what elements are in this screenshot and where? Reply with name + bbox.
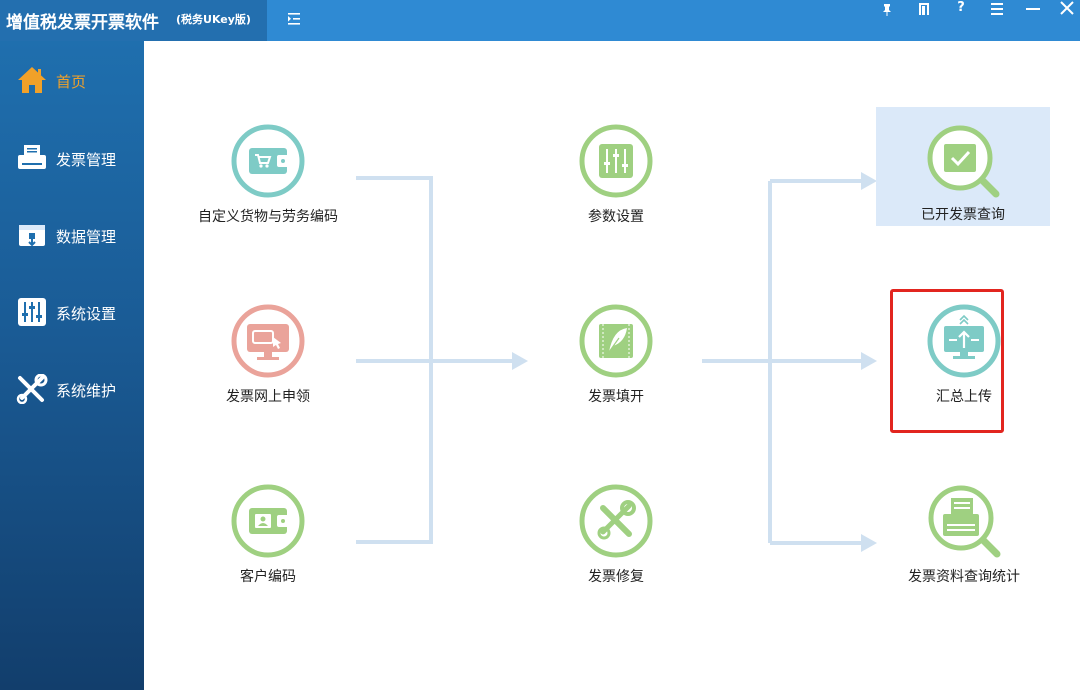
app-subtitle: (税务UKey版) (176, 13, 251, 26)
node-custom-goods-service-code[interactable]: 自定义货物与劳务编码 (188, 124, 348, 244)
pin-icon[interactable] (872, 0, 902, 18)
sidebar-item-label: 系统设置 (56, 305, 117, 323)
sidebar-item-label: 系统维护 (56, 382, 117, 400)
collapse-sidebar-icon[interactable] (284, 9, 304, 29)
sidebar-item-label: 数据管理 (56, 228, 117, 246)
data-icon (16, 220, 48, 250)
sliders-icon (579, 124, 653, 198)
wallet-person-icon (231, 484, 305, 558)
title-bar: 增值税发票开票软件 (税务UKey版) ? (0, 0, 1080, 41)
node-label: 客户编码 (240, 569, 296, 585)
main-content: 自定义货物与劳务编码 发票网上申领 客户编码 参数设置 发票填开 发票修复 (144, 41, 1080, 690)
node-label: 发票网上申领 (226, 389, 310, 405)
sidebar-item-system-maintenance[interactable]: 系统维护 (0, 364, 144, 414)
node-invoice-repair[interactable]: 发票修复 (536, 484, 696, 604)
tools-icon (579, 484, 653, 558)
magnifier-docs-icon (927, 484, 1001, 558)
node-parameter-settings[interactable]: 参数设置 (536, 124, 696, 244)
tools-icon (16, 373, 48, 405)
sidebar: 首页 发票管理 数据管理 系统设置 系统维护 (0, 41, 144, 690)
node-invoice-data-statistics[interactable]: 发票资料查询统计 (884, 484, 1044, 604)
highlight-box (890, 289, 1004, 433)
sidebar-item-home[interactable]: 首页 (0, 55, 144, 105)
node-summary-upload[interactable]: 汇总上传 (884, 304, 1044, 424)
printer-icon (16, 143, 48, 173)
node-label: 自定义货物与劳务编码 (198, 209, 338, 225)
sliders-icon (16, 297, 48, 327)
node-label: 参数设置 (588, 209, 644, 225)
sidebar-item-label: 发票管理 (56, 151, 117, 169)
node-label: 发票填开 (588, 389, 644, 405)
flow-connectors (356, 172, 877, 552)
sidebar-item-label: 首页 (56, 73, 87, 91)
magnifier-check-icon (926, 124, 1000, 198)
home-icon (16, 65, 48, 95)
node-label: 汇总上传 (936, 389, 992, 405)
node-customer-code[interactable]: 客户编码 (188, 484, 348, 604)
title-block: 增值税发票开票软件 (税务UKey版) (0, 0, 267, 41)
close-icon[interactable] (1052, 0, 1080, 18)
wallet-cart-icon (231, 124, 305, 198)
sidebar-item-invoice-management[interactable]: 发票管理 (0, 133, 144, 183)
node-issued-invoice-query[interactable]: 已开发票查询 (876, 107, 1050, 226)
sidebar-item-data-management[interactable]: 数据管理 (0, 210, 144, 260)
node-invoice-fill[interactable]: 发票填开 (536, 304, 696, 424)
monitor-tickets-icon (231, 304, 305, 378)
node-invoice-online-apply[interactable]: 发票网上申领 (188, 304, 348, 424)
help-icon[interactable]: ? (957, 0, 965, 15)
minimize-icon[interactable] (1018, 0, 1048, 18)
node-label: 发票修复 (588, 569, 644, 585)
book-icon[interactable] (909, 0, 939, 18)
node-label: 已开发票查询 (921, 207, 1005, 223)
monitor-upload-icon (927, 304, 1001, 378)
app-title: 增值税发票开票软件 (6, 13, 159, 33)
feather-icon (579, 304, 653, 378)
node-label: 发票资料查询统计 (908, 569, 1020, 585)
sidebar-item-system-settings[interactable]: 系统设置 (0, 287, 144, 337)
menu-icon[interactable] (982, 0, 1012, 18)
